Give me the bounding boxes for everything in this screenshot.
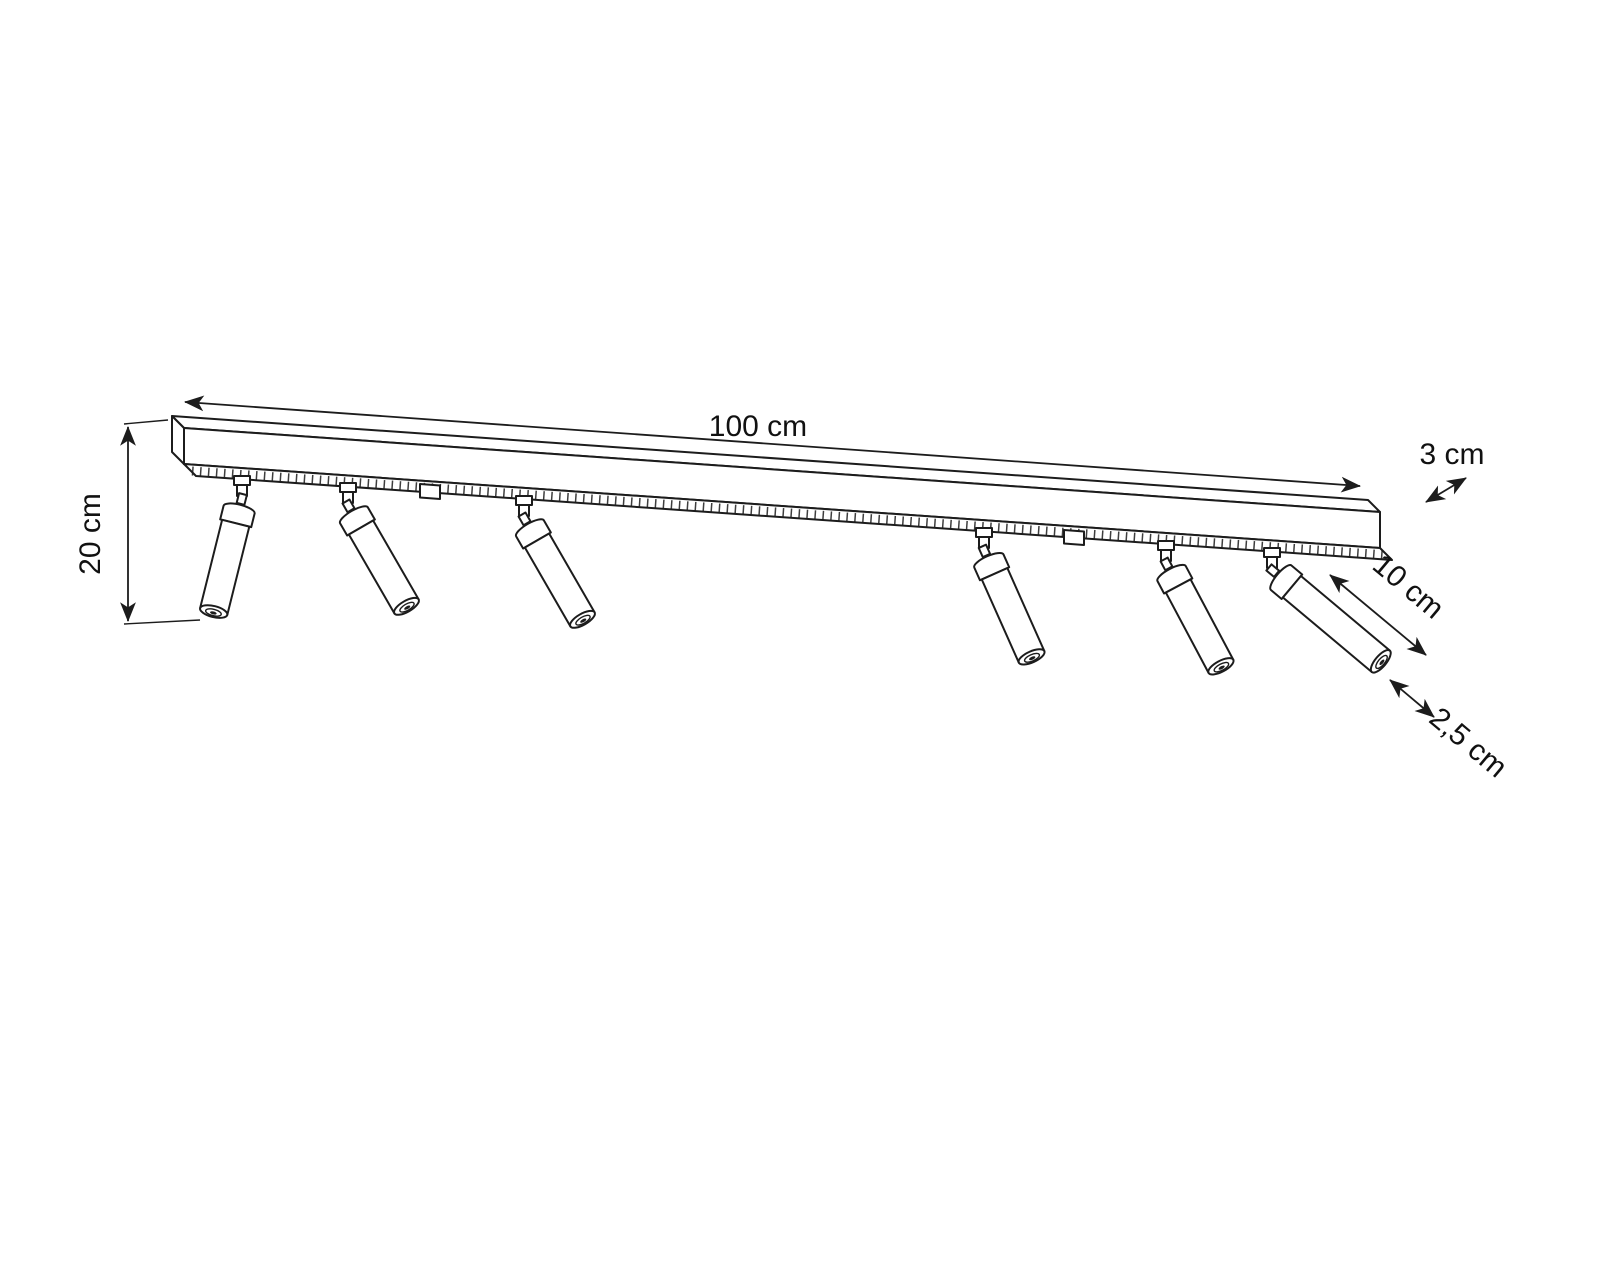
dim-length-arrow <box>184 395 1361 493</box>
spotlight-lens <box>404 605 411 610</box>
spotlight-lens <box>580 618 587 623</box>
spotlight-body <box>338 498 420 616</box>
spotlight-body <box>1156 556 1235 676</box>
rail-clip <box>1063 529 1085 546</box>
spotlight-lens <box>1029 656 1036 661</box>
spotlight <box>514 495 596 629</box>
spotlight-body <box>199 492 256 619</box>
dim-length-label: 100 cm <box>709 410 807 443</box>
dim-depth-label: 3 cm <box>1419 438 1484 471</box>
spotlight <box>338 482 420 616</box>
dim-depth-arrow <box>1425 477 1467 503</box>
dim-height-label: 20 cm <box>74 493 107 575</box>
spotlight-lens <box>1218 665 1225 670</box>
dim-spot-length-label: 10 cm <box>1366 548 1450 626</box>
dim-spot-diameter-label: 2,5 cm <box>1423 701 1513 784</box>
spotlight <box>1156 540 1235 676</box>
dim-spot-length-arrow <box>1329 574 1427 656</box>
dim-height-extension-bottom <box>123 619 201 625</box>
spotlight <box>973 527 1046 666</box>
spotlight-body <box>514 511 596 629</box>
dim-height-extension-top <box>123 419 169 425</box>
spotlight-lens <box>1379 659 1385 666</box>
rail-clip <box>419 483 441 500</box>
dim-spot-diameter-arrow <box>1389 679 1435 718</box>
spotlight <box>199 475 256 619</box>
spotlight-body <box>973 543 1046 666</box>
spotlight-lens <box>210 611 217 615</box>
